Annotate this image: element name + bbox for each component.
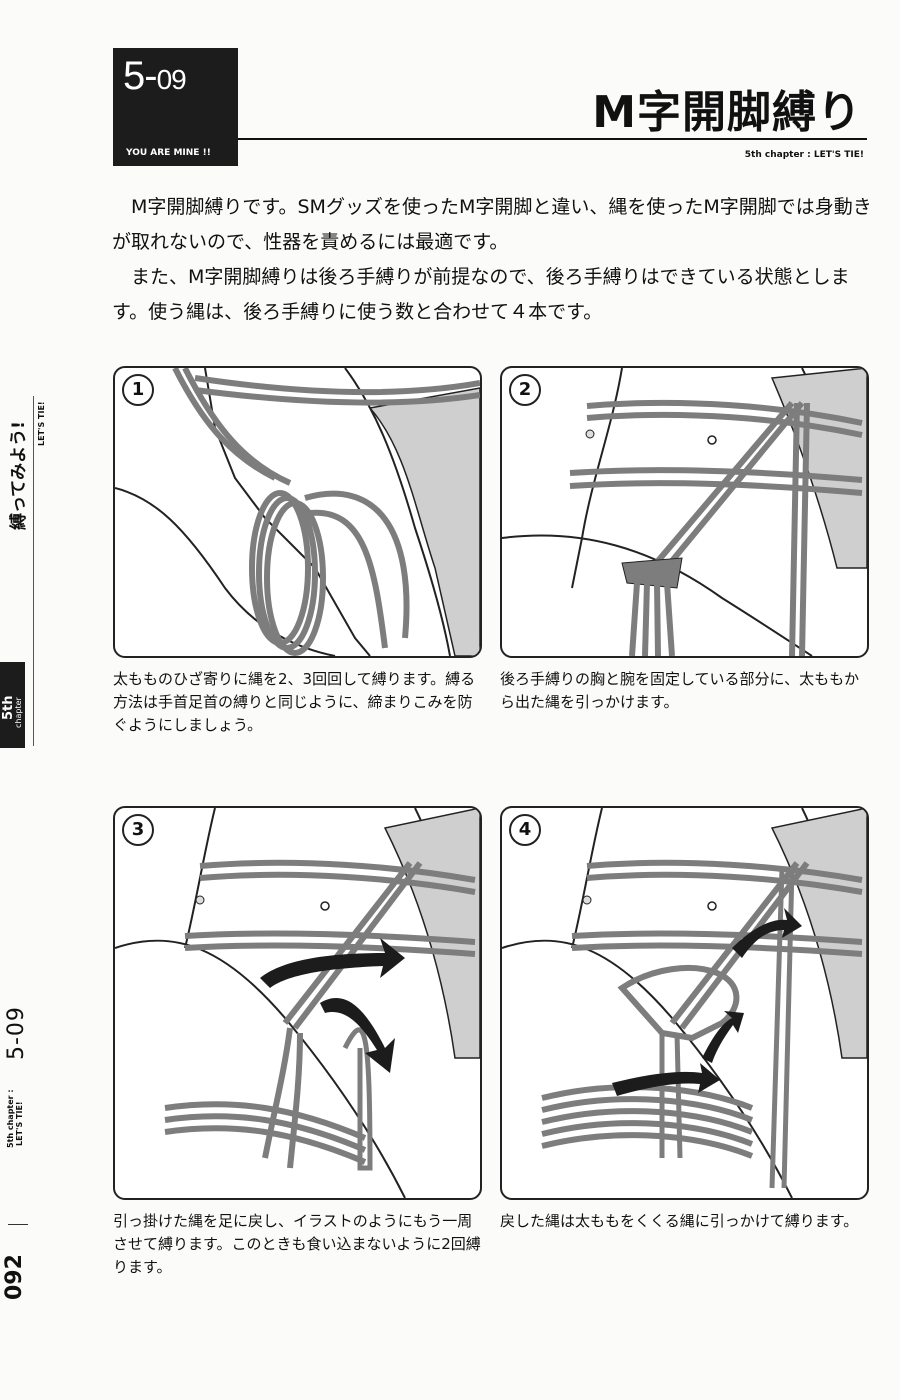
illustration-panel-2: 2 [500,366,869,658]
rope-illustration-2 [502,368,867,656]
chapter-tag: 5th chapter : LET'S TIE! [744,150,864,160]
step-number-badge: 4 [509,814,541,846]
side-chapter-sub: LET'S TIE! [37,401,46,446]
step-caption-2: 後ろ手縛りの胸と腕を固定している部分に、太ももから出た縄を引っかけます。 [500,670,860,711]
intro-text: M字開脚縛りです。SMグッズを使ったM字開脚と違い、縄を使ったM字開脚では身動き… [112,190,872,330]
title-rule [238,138,867,140]
intro-paragraph: M字開脚縛りです。SMグッズを使ったM字開脚と違い、縄を使ったM字開脚では身動き… [112,196,872,253]
illustration-panel-1: 1 [113,366,482,658]
section-number: 5-09 [123,54,187,98]
illustration-panel-3: 3 [113,806,482,1200]
page-title: M字開脚縛り [592,87,862,138]
page-number: 092 [2,1254,27,1300]
illustration-panel-4: 4 [500,806,869,1200]
side-section-number: 5-09 [4,1006,29,1060]
footer-chapter-sub: LET'S TIE! [15,1101,24,1146]
chapter-tab: 5th chapter [0,662,25,748]
step-caption-3: 引っ掛けた縄を足に戻し、イラストのようにもう一周させて縛ります。このときも食い込… [113,1212,481,1276]
rope-illustration-1 [115,368,480,656]
section-tagline: YOU ARE MINE !! [126,148,211,158]
section-number-box: 5-09 YOU ARE MINE !! [113,48,238,166]
step-number-badge: 2 [509,374,541,406]
chapter-tab-sub: chapter [14,697,23,728]
footer-chapter: 5th chapter : [6,1089,15,1148]
side-chapter-title: 縛ってみよう! [9,421,29,530]
side-rule [33,396,34,746]
step-number-badge: 1 [122,374,154,406]
step-caption-4: 戻した縄は太ももをくくる縄に引っかけて縛ります。 [500,1212,859,1230]
footer-divider [8,1224,28,1225]
rope-illustration-3 [115,808,480,1198]
step-caption-1: 太もものひざ寄りに縄を2、3回回して縛ります。縛る方法は手首足首の縛りと同じよう… [113,670,476,734]
intro-paragraph: また、M字開脚縛りは後ろ手縛りが前提なので、後ろ手縛りはできている状態とします。… [112,266,850,323]
rope-illustration-4 [502,808,867,1198]
step-number-badge: 3 [122,814,154,846]
